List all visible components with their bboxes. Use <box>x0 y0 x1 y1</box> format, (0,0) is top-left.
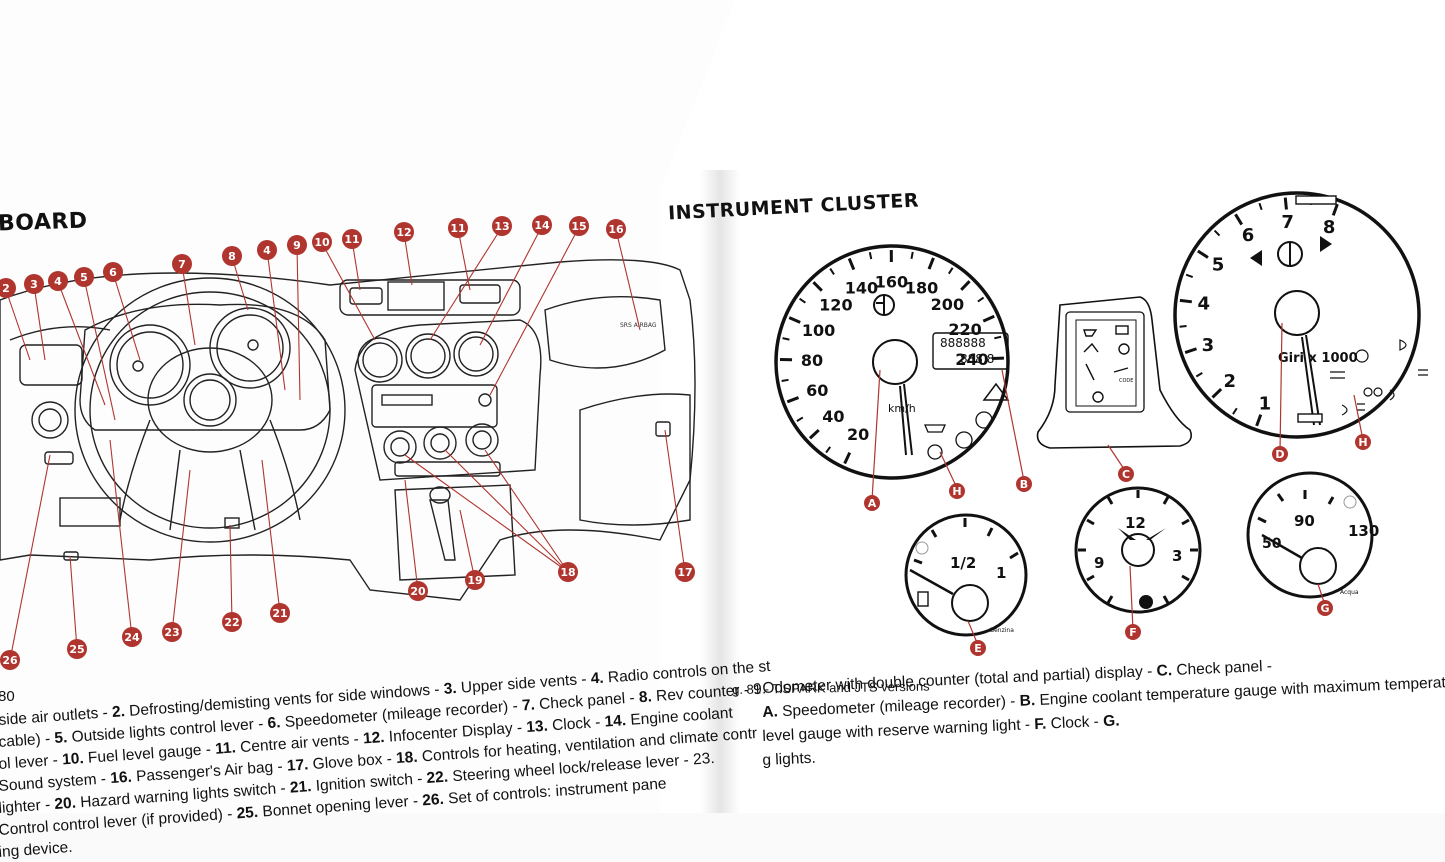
clock-gauge: 12 3 9 <box>1076 488 1200 612</box>
gauge-number: 20 <box>847 425 869 444</box>
gauge-minor-tick <box>870 252 871 259</box>
caption-segment: 17. <box>286 756 309 774</box>
caption-segment: 21. <box>289 778 312 796</box>
gauge-number: 240 <box>955 350 988 369</box>
caption-segment: Clock - <box>547 714 605 735</box>
callout-r6: E <box>970 640 986 656</box>
caption-segment: 4. <box>590 670 604 688</box>
coolant-50: 50 <box>1262 536 1282 552</box>
left-page-number: 80 <box>0 688 15 705</box>
gauge-number: 60 <box>806 381 828 400</box>
gauge-number: 2 <box>1223 371 1236 392</box>
speedometer-gauge: 888888 888.8 km/h 2040608010012014016018… <box>776 246 1008 478</box>
callout-label: G <box>1320 602 1329 615</box>
gauge-number: 7 <box>1281 212 1294 233</box>
callout-r3: H <box>949 483 965 499</box>
caption-segment: Check panel - <box>1172 658 1273 679</box>
coolant-gauge: 90 50 130 Acqua <box>1248 473 1379 597</box>
caption-segment: 10. <box>62 750 85 768</box>
coolant-word: Acqua <box>1340 589 1359 596</box>
callout-label: A <box>868 497 877 510</box>
gauge-number: 5 <box>1212 254 1225 275</box>
gauge-number: 40 <box>822 407 844 426</box>
gauge-tick <box>1285 198 1286 210</box>
callout-r4: D <box>1272 446 1288 462</box>
callout-label: H <box>1358 436 1367 449</box>
caption-segment: C. <box>1156 662 1172 680</box>
gauge-number: 120 <box>819 296 852 315</box>
callout-r0: A <box>864 495 880 511</box>
rev-counter-unit: Giri x 1000 <box>1278 351 1358 366</box>
caption-segment: 22. <box>426 769 449 787</box>
callout-label: B <box>1020 478 1028 491</box>
clock-9: 9 <box>1094 554 1104 572</box>
clock-12: 12 <box>1125 514 1146 532</box>
check-panel-code: CODE <box>1119 378 1133 384</box>
gauge-number: 220 <box>948 320 981 339</box>
coolant-130: 130 <box>1348 522 1379 540</box>
caption-segment: lighter - <box>0 796 55 817</box>
callout-r5: H <box>1355 434 1371 450</box>
caption-segment: 6. <box>267 714 281 732</box>
gauge-tick <box>1180 300 1192 301</box>
caption-segment: ing device. <box>0 839 73 861</box>
caption-segment: ol lever - <box>0 752 63 773</box>
rev-counter-gauge: Giri x 1000 1 23 456 7 8 <box>1175 193 1428 437</box>
gauge-number: 4 <box>1197 294 1210 315</box>
gauge-number: 3 <box>1202 335 1215 356</box>
caption-segment: 12. <box>362 729 385 747</box>
caption-segment: cable) - <box>0 730 55 751</box>
caption-segment: 14. <box>604 712 627 730</box>
fuel-gauge: 1/2 1 Benzina <box>906 515 1026 635</box>
gauge-minor-tick <box>782 380 789 381</box>
caption-segment: g lights. <box>762 750 816 769</box>
caption-segment: 13. <box>526 718 549 736</box>
gauge-number: 1 <box>1259 394 1272 415</box>
callout-label: F <box>1129 626 1137 639</box>
callout-label: D <box>1275 448 1284 461</box>
caption-segment: 7. <box>521 696 535 714</box>
coolant-90: 90 <box>1294 512 1315 530</box>
caption-segment: 5. <box>54 729 68 747</box>
callout-label: E <box>974 642 982 655</box>
gauge-minor-tick <box>1180 326 1187 327</box>
gauge-number: 100 <box>802 321 835 340</box>
speedometer-unit: km/h <box>888 402 916 415</box>
caption-segment: 16. <box>110 769 133 787</box>
gauge-number: 80 <box>801 351 823 370</box>
caption-segment: 8. <box>638 688 652 706</box>
caption-segment: 2. <box>111 703 125 721</box>
caption-segment: G. <box>1103 712 1120 730</box>
gauge-number: 8 <box>1323 217 1336 238</box>
caption-segment: 26. <box>422 791 445 809</box>
caption-segment: Clock - <box>1046 713 1104 732</box>
callout-r2: C <box>1118 466 1134 482</box>
gauge-number: 160 <box>875 273 908 292</box>
caption-segment: 18. <box>395 749 418 767</box>
caption-segment: 11. <box>215 739 237 757</box>
gauge-minor-tick <box>911 252 912 259</box>
callout-r1: B <box>1016 476 1032 492</box>
fuel-word: Benzina <box>990 627 1014 634</box>
caption-segment: A. <box>762 703 778 721</box>
caption-line: ing device. <box>0 839 73 862</box>
caption-line: g lights. <box>762 750 816 770</box>
fuel-half: 1/2 <box>950 554 976 572</box>
gauge-number: 140 <box>845 279 878 298</box>
caption-segment: 25. <box>236 804 259 822</box>
gauge-number: 200 <box>931 295 964 314</box>
check-panel: CODE <box>1038 297 1192 448</box>
callout-label: H <box>952 485 961 498</box>
caption-segment: 20. <box>54 795 77 813</box>
callout-label: C <box>1122 468 1130 481</box>
callout-r8: G <box>1317 600 1333 616</box>
caption-segment: B. <box>1019 692 1035 710</box>
callout-r7: F <box>1125 624 1141 640</box>
gauge-number: 6 <box>1242 225 1255 246</box>
fuel-full: 1 <box>996 564 1006 582</box>
clock-3: 3 <box>1172 547 1182 565</box>
